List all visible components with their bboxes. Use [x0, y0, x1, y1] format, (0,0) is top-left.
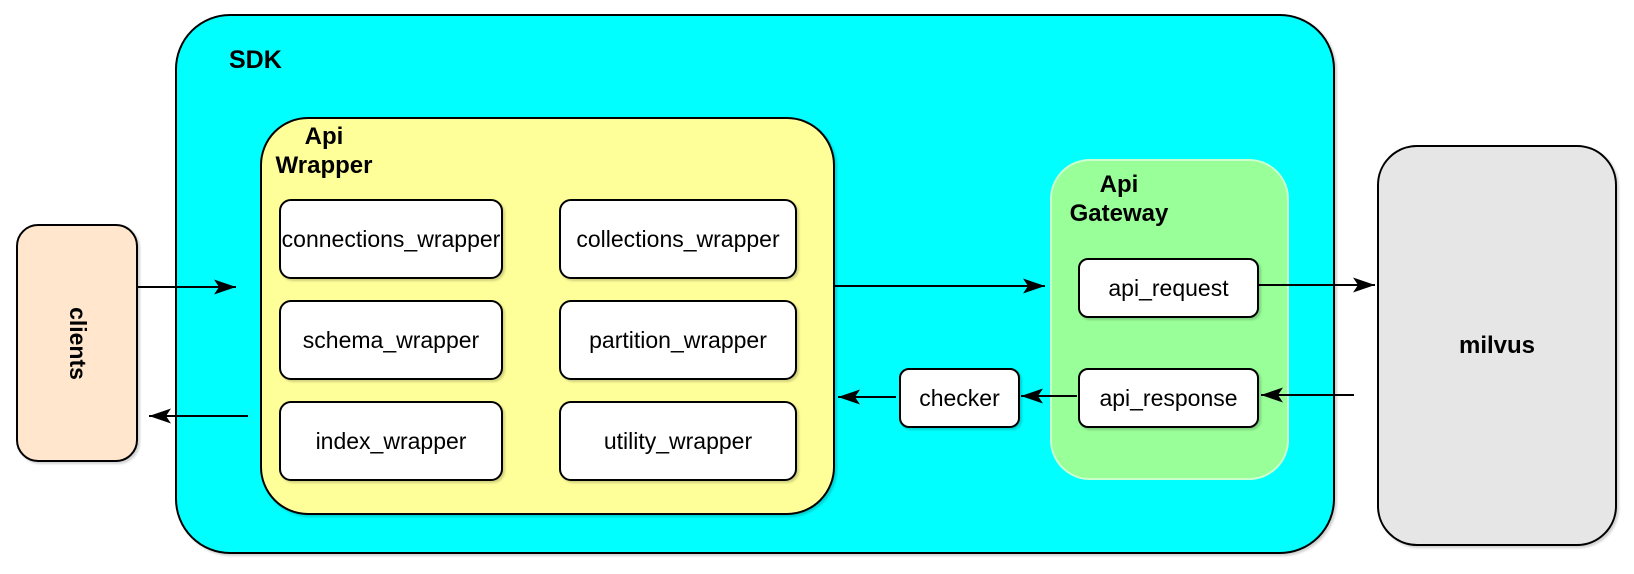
- node-clients: clients: [16, 224, 138, 462]
- schema-wrapper-label: schema_wrapper: [302, 326, 480, 353]
- node-api-wrapper: Api Wrapper connections_wrapper collecti…: [260, 117, 835, 515]
- sdk-label: SDK: [229, 46, 282, 74]
- milvus-label: milvus: [1458, 331, 1536, 359]
- node-api-response: api_response: [1078, 368, 1259, 428]
- node-sdk: SDK Api Wrapper connections_wrapper coll…: [175, 14, 1335, 554]
- node-api-gateway: Api Gateway api_request api_response: [1050, 159, 1289, 480]
- collections-wrapper-label: collections_wrapper: [576, 225, 780, 252]
- node-schema-wrapper: schema_wrapper: [279, 300, 503, 380]
- api-gateway-label: Api Gateway: [1069, 171, 1169, 227]
- api-response-label: api_response: [1099, 384, 1238, 411]
- node-api-request: api_request: [1078, 258, 1259, 318]
- node-collections-wrapper: collections_wrapper: [559, 199, 797, 279]
- api-request-label: api_request: [1108, 274, 1229, 301]
- connections-wrapper-label: connections_wrapper: [281, 225, 501, 252]
- node-index-wrapper: index_wrapper: [279, 401, 503, 481]
- node-checker: checker: [899, 368, 1020, 428]
- node-milvus: milvus: [1377, 145, 1617, 546]
- checker-label: checker: [919, 384, 1000, 411]
- node-utility-wrapper: utility_wrapper: [559, 401, 797, 481]
- clients-label: clients: [64, 306, 91, 380]
- partition-wrapper-label: partition_wrapper: [589, 326, 767, 353]
- node-connections-wrapper: connections_wrapper: [279, 199, 503, 279]
- node-partition-wrapper: partition_wrapper: [559, 300, 797, 380]
- api-wrapper-label: Api Wrapper: [275, 123, 373, 179]
- index-wrapper-label: index_wrapper: [315, 427, 467, 454]
- utility-wrapper-label: utility_wrapper: [603, 427, 753, 454]
